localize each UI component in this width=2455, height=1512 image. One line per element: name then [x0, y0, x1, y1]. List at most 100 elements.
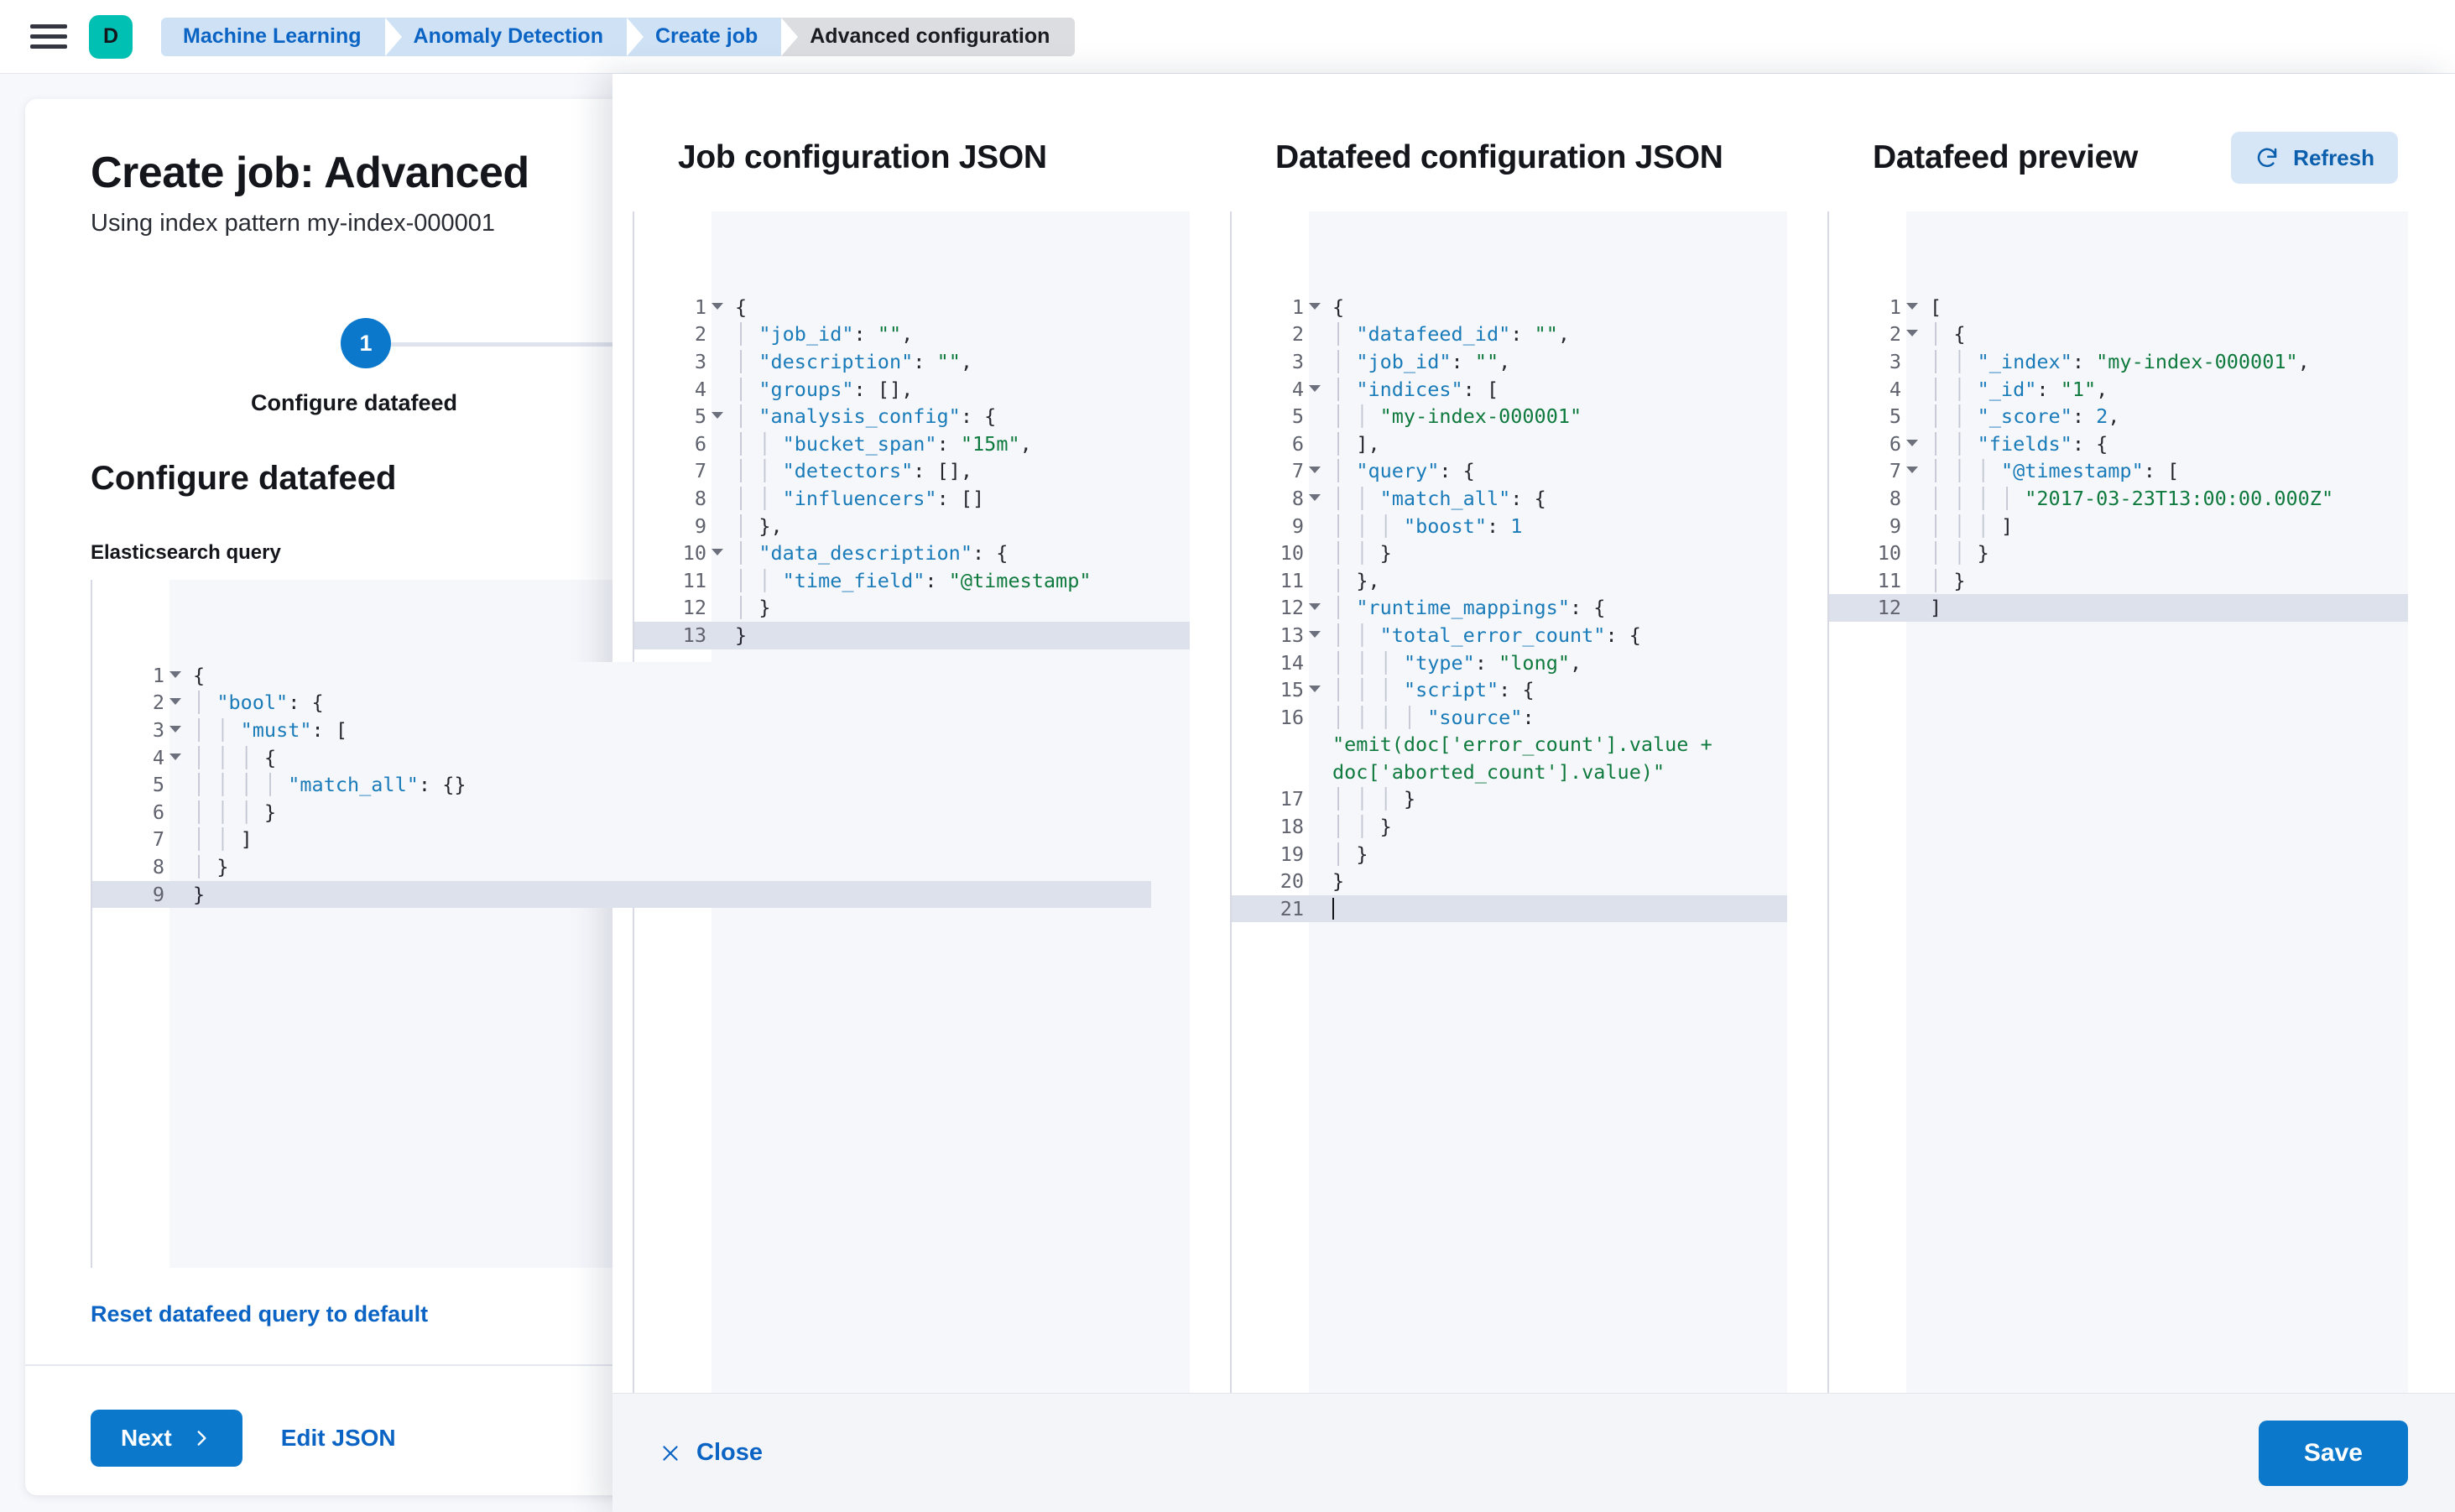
job-configuration-json-editor[interactable]: 1{2│ "job_id": "",3│ "description": "",4… [633, 211, 1190, 1393]
breadcrumb-item-anomaly-detection[interactable]: Anomaly Detection [384, 17, 644, 56]
line-number: 19 [1280, 842, 1304, 866]
fold-arrow-icon[interactable] [711, 412, 723, 420]
text-caret [1332, 897, 1334, 920]
editor-line: 1{ [634, 293, 1190, 321]
line-content: │ │ │ │ "2017-03-23T13:00:00.000Z" [1906, 484, 2408, 513]
editor-line: 7│ │ │ "@timestamp": [ [1829, 457, 2408, 485]
hamburger-menu-icon[interactable] [30, 23, 67, 50]
page-subtitle: Using index pattern my-index-000001 [91, 210, 495, 237]
line-content: │ "job_id": "", [711, 321, 1190, 348]
line-number: 7 [1829, 457, 1918, 485]
editor-line: 12] [1829, 594, 2408, 622]
editor-line: 7│ │ ] [92, 826, 1151, 853]
editor-rows: 1[2│ {3│ │ "_index": "my-index-000001",4… [1829, 293, 2408, 622]
close-button[interactable]: Close [659, 1439, 763, 1467]
editor-line: 3│ │ "must": [ [92, 716, 1151, 744]
fold-arrow-icon[interactable] [1309, 630, 1321, 638]
editor-line: 15│ │ │ "script": { [1232, 676, 1787, 704]
line-content: } [1309, 868, 1787, 895]
datafeed-preview-title: Datafeed preview [1873, 139, 2138, 175]
top-navigation-bar: D Machine Learning Anomaly Detection Cre… [0, 0, 2455, 74]
line-number: 9 [1889, 514, 1901, 538]
editor-line: 5│ │ "my-index-000001" [1232, 403, 1787, 430]
datafeed-preview-header: Datafeed preview Refresh [1827, 132, 2408, 184]
fold-arrow-icon[interactable] [1906, 467, 1918, 474]
editor-line: 6│ ], [1232, 430, 1787, 458]
editor-line: 8│ } [92, 852, 1151, 881]
line-number: 6 [694, 431, 706, 456]
breadcrumb-item-create-job[interactable]: Create job [626, 17, 799, 56]
fold-arrow-icon[interactable] [169, 670, 181, 678]
editor-line: 6│ │ "bucket_span": "15m", [634, 430, 1190, 458]
hamburger-line [30, 44, 67, 49]
fold-arrow-icon[interactable] [1309, 384, 1321, 392]
reset-datafeed-query-link[interactable]: Reset datafeed query to default [91, 1301, 429, 1327]
fold-arrow-icon[interactable] [1309, 467, 1321, 474]
line-number: 15 [1232, 676, 1321, 704]
line-content: { [169, 661, 1151, 690]
fold-arrow-icon[interactable] [1309, 603, 1321, 611]
line-number: 14 [1280, 650, 1304, 675]
advanced-configuration-flyout: Job configuration JSON 1{2│ "job_id": ""… [612, 74, 2455, 1512]
line-content: │ │ "must": [ [169, 716, 1151, 744]
fold-arrow-icon[interactable] [1309, 686, 1321, 693]
line-content: │ │ │ } [1309, 785, 1787, 814]
fold-arrow-icon[interactable] [169, 725, 181, 733]
line-number: 11 [682, 568, 706, 592]
editor-line: 11│ }, [1232, 566, 1787, 595]
fold-arrow-icon[interactable] [169, 753, 181, 760]
line-content: │ │ "_id": "1", [1906, 375, 2408, 404]
line-content: │ │ } [1309, 813, 1787, 841]
line-content: │ │ "detectors": [], [711, 457, 1190, 485]
line-number: 11 [1280, 568, 1304, 592]
editor-line: 6│ │ │ } [92, 798, 1151, 826]
line-content: │ "analysis_config": { [711, 403, 1190, 430]
fold-arrow-icon[interactable] [1906, 330, 1918, 337]
elasticsearch-query-label: Elasticsearch query [91, 541, 281, 564]
editor-line: 9} [92, 880, 1151, 909]
fold-arrow-icon[interactable] [1309, 302, 1321, 310]
line-number: 7 [694, 459, 706, 483]
job-configuration-column: Job configuration JSON 1{2│ "job_id": ""… [612, 133, 1210, 1393]
line-content: { [1309, 293, 1787, 321]
refresh-button-label: Refresh [2293, 144, 2374, 170]
line-content: │ "groups": [], [711, 375, 1190, 404]
space-avatar[interactable]: D [89, 14, 133, 59]
fold-arrow-icon[interactable] [169, 698, 181, 706]
refresh-button[interactable]: Refresh [2231, 132, 2398, 184]
line-number: 4 [92, 744, 181, 772]
line-number: 1 [92, 662, 181, 690]
line-number: 10 [1877, 541, 1901, 566]
line-content: │ │ "influencers": [] [711, 484, 1190, 513]
line-content: │ │ │ │ "source": "emit(doc['error_count… [1309, 703, 1787, 786]
datafeed-configuration-json-editor[interactable]: 1{2│ "datafeed_id": "",3│ "job_id": "",4… [1230, 211, 1787, 1393]
editor-line: 7│ "query": { [1232, 457, 1787, 485]
editor-line: 8│ │ │ │ "2017-03-23T13:00:00.000Z" [1829, 484, 2408, 513]
breadcrumb-item-machine-learning[interactable]: Machine Learning [161, 17, 402, 56]
datafeed-preview-json-editor[interactable]: 1[2│ {3│ │ "_index": "my-index-000001",4… [1827, 211, 2408, 1393]
stepper-step-1[interactable]: 1 [341, 318, 391, 368]
editor-line: 7│ │ "detectors": [], [634, 457, 1190, 485]
chevron-right-icon [197, 1431, 206, 1446]
line-number: 16 [1280, 705, 1304, 729]
datafeed-configuration-header: Datafeed configuration JSON [1230, 133, 1787, 183]
line-content: │ │ │ "script": { [1309, 676, 1787, 704]
editor-line: 1[ [1829, 293, 2408, 321]
fold-arrow-icon[interactable] [1309, 493, 1321, 501]
fold-arrow-icon[interactable] [1906, 302, 1918, 310]
fold-arrow-icon[interactable] [1906, 439, 1918, 446]
editor-line: 8│ │ "match_all": { [1232, 484, 1787, 513]
stepper-step-1-label: Configure datafeed [250, 390, 458, 415]
save-button[interactable]: Save [2258, 1420, 2408, 1486]
line-number: 2 [694, 322, 706, 347]
line-content: │ } [169, 852, 1151, 881]
line-number: 4 [1232, 376, 1321, 404]
fold-arrow-icon[interactable] [711, 302, 723, 310]
edit-json-button[interactable]: Edit JSON [280, 1425, 396, 1451]
line-content: │ "description": "", [711, 347, 1190, 376]
line-number: 3 [1291, 349, 1304, 373]
fold-arrow-icon[interactable] [711, 549, 723, 556]
page-title: Create job: Advanced [91, 149, 529, 197]
next-button[interactable]: Next [91, 1410, 242, 1467]
line-number: 5 [1889, 404, 1901, 429]
